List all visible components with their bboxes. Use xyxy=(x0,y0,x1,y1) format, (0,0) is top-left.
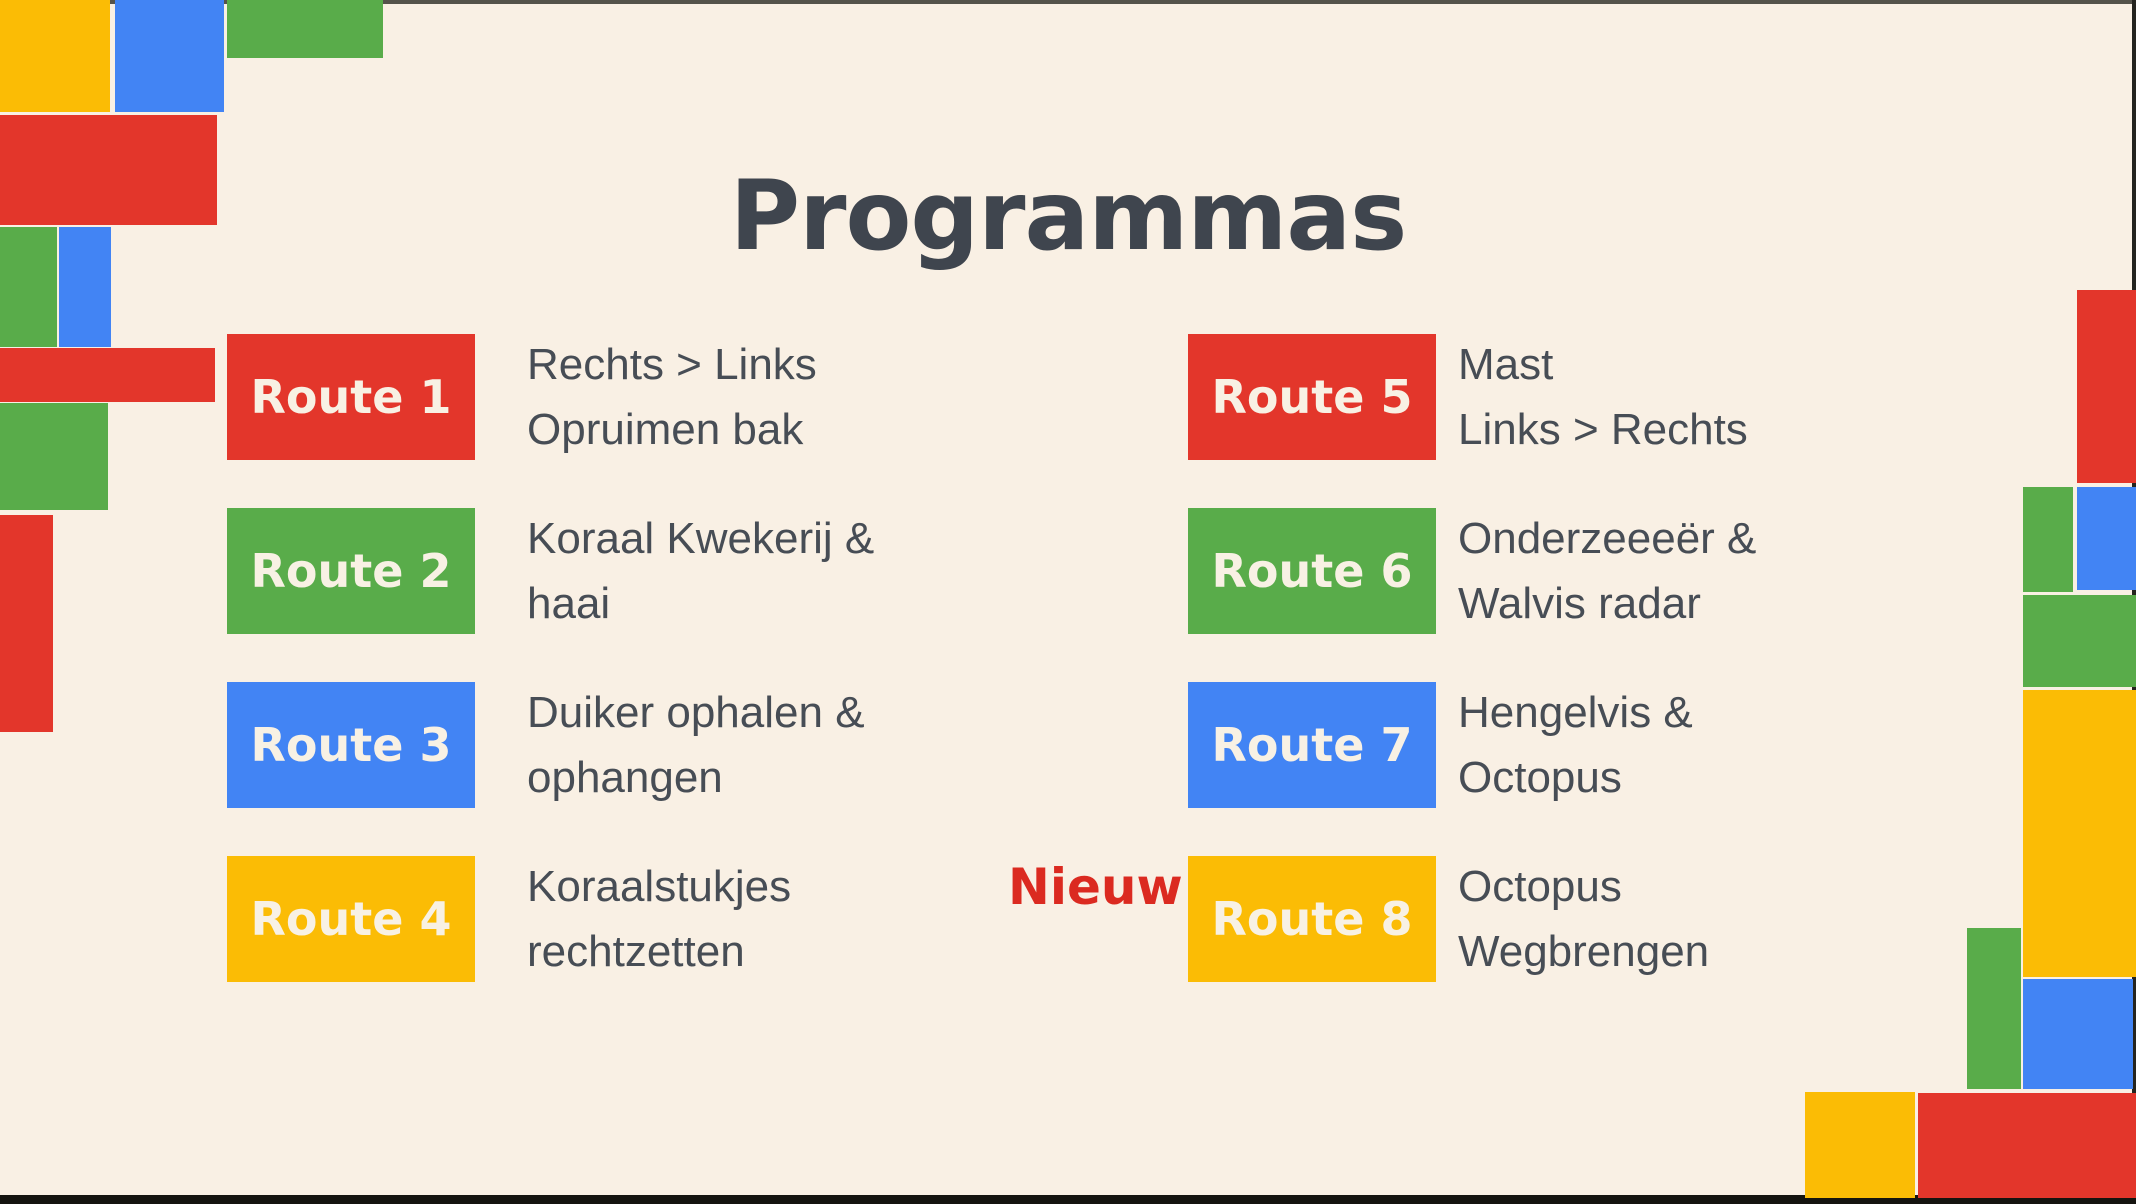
route-8-label-box: Route 8 xyxy=(1188,856,1436,982)
route-6-description-line1: Onderzeeeër & xyxy=(1458,514,1757,563)
route-8-description-line2: Wegbrengen xyxy=(1458,927,1710,976)
route-row-6: Route 6 Onderzeeeër & Walvis radar xyxy=(1188,506,1756,636)
route-row-5: Route 5 Mast Links > Rechts xyxy=(1188,332,1748,462)
route-8-description: Octopus Wegbrengen xyxy=(1458,854,1709,984)
route-3-description-line2: ophangen xyxy=(527,753,723,802)
route-row-1: Route 1 Rechts > Links Opruimen bak xyxy=(227,332,817,462)
decor-block-blue xyxy=(2023,979,2133,1089)
bottom-edge-bar xyxy=(0,1195,2136,1204)
decor-block-green xyxy=(1967,928,2021,1089)
route-5-label: Route 5 xyxy=(1211,370,1413,424)
route-2-description-line1: Koraal Kwekerij & xyxy=(527,514,875,563)
decor-block-yellow xyxy=(1805,1092,1915,1198)
route-1-description: Rechts > Links Opruimen bak xyxy=(527,332,817,462)
route-row-4: Route 4 Koraalstukjes rechtzetten xyxy=(227,854,791,984)
decor-block-blue xyxy=(59,227,111,347)
decor-block-yellow xyxy=(2023,690,2136,977)
nieuw-badge: Nieuw xyxy=(1008,858,1183,916)
route-5-description-line2: Links > Rechts xyxy=(1458,405,1748,454)
route-4-label-box: Route 4 xyxy=(227,856,475,982)
decor-block-red xyxy=(0,515,53,732)
route-3-label: Route 3 xyxy=(250,718,452,772)
decor-block-red xyxy=(2077,290,2136,483)
route-1-description-line1: Rechts > Links xyxy=(527,340,817,389)
route-row-3: Route 3 Duiker ophalen & ophangen xyxy=(227,680,865,810)
route-3-description-line1: Duiker ophalen & xyxy=(527,688,865,737)
route-3-label-box: Route 3 xyxy=(227,682,475,808)
route-2-label-box: Route 2 xyxy=(227,508,475,634)
decor-block-blue xyxy=(115,0,224,112)
route-5-description: Mast Links > Rechts xyxy=(1458,332,1748,462)
route-7-label-box: Route 7 xyxy=(1188,682,1436,808)
route-8-label: Route 8 xyxy=(1211,892,1413,946)
route-8-description-line1: Octopus xyxy=(1458,862,1622,911)
route-6-description-line2: Walvis radar xyxy=(1458,579,1701,628)
route-4-description-line1: Koraalstukjes xyxy=(527,862,792,911)
decor-block-green xyxy=(2023,595,2136,687)
route-1-description-line2: Opruimen bak xyxy=(527,405,804,454)
route-5-description-line1: Mast xyxy=(1458,340,1554,389)
route-row-8: Route 8 Octopus Wegbrengen xyxy=(1188,854,1709,984)
route-row-2: Route 2 Koraal Kwekerij & haai xyxy=(227,506,874,636)
route-2-label: Route 2 xyxy=(250,544,452,598)
top-edge-line xyxy=(0,0,2136,4)
route-6-label-box: Route 6 xyxy=(1188,508,1436,634)
decor-block-red xyxy=(0,348,215,402)
route-4-description: Koraalstukjes rechtzetten xyxy=(527,854,791,984)
decor-block-green xyxy=(227,0,383,58)
route-5-label-box: Route 5 xyxy=(1188,334,1436,460)
route-7-description: Hengelvis & Octopus xyxy=(1458,680,1693,810)
route-7-description-line2: Octopus xyxy=(1458,753,1622,802)
decor-block-red xyxy=(1918,1093,2136,1198)
route-4-label: Route 4 xyxy=(250,892,452,946)
route-2-description: Koraal Kwekerij & haai xyxy=(527,506,874,636)
route-7-label: Route 7 xyxy=(1211,718,1413,772)
route-1-label: Route 1 xyxy=(250,370,452,424)
route-6-description: Onderzeeeër & Walvis radar xyxy=(1458,506,1756,636)
decor-block-green xyxy=(0,403,108,510)
decor-block-green xyxy=(2023,487,2073,592)
route-2-description-line2: haai xyxy=(527,579,611,628)
decor-block-blue xyxy=(2077,487,2136,590)
decor-block-red xyxy=(0,115,217,225)
route-3-description: Duiker ophalen & ophangen xyxy=(527,680,865,810)
route-1-label-box: Route 1 xyxy=(227,334,475,460)
decor-block-yellow xyxy=(0,0,110,112)
route-row-7: Route 7 Hengelvis & Octopus xyxy=(1188,680,1693,810)
decor-block-green xyxy=(0,227,57,347)
route-7-description-line1: Hengelvis & xyxy=(1458,688,1693,737)
route-6-label: Route 6 xyxy=(1211,544,1413,598)
route-4-description-line2: rechtzetten xyxy=(527,927,745,976)
page-title: Programmas xyxy=(729,160,1407,273)
